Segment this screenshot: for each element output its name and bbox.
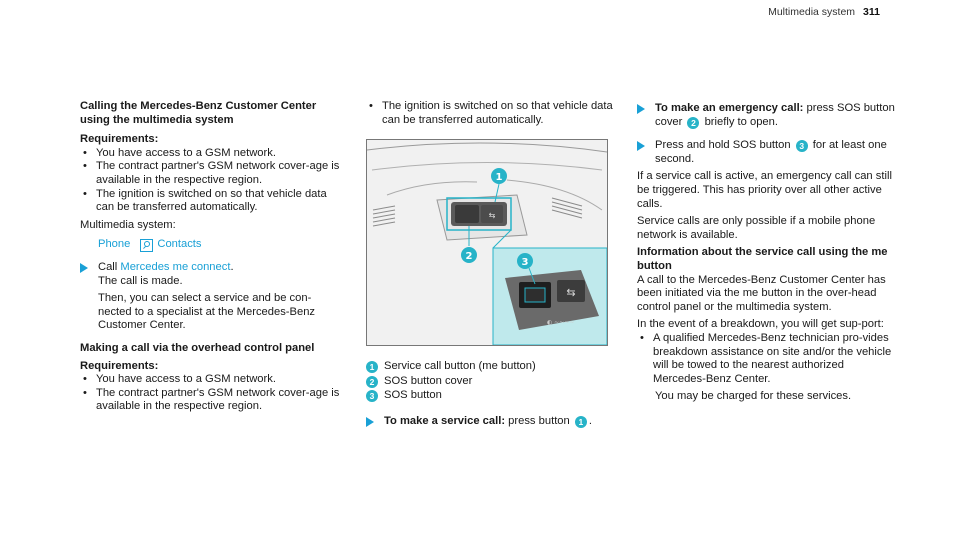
step-service-call: To make a service call: press button 1. [366, 415, 628, 429]
list-item: You have access to a GSM network. [80, 373, 342, 387]
callout-number: 3 [795, 140, 808, 153]
menu-contacts[interactable]: Contacts [140, 238, 202, 252]
requirements-list-2: You have access to a GSM network. The co… [80, 373, 342, 414]
paragraph: A call to the Mercedes-Benz Customer Cen… [637, 273, 886, 313]
list-item: You have access to a GSM network. [80, 147, 342, 161]
step-arrow-icon [637, 141, 645, 152]
step-bold: To make a service call: [384, 414, 506, 427]
step-end: . [588, 414, 592, 427]
mercedes-me-connect-link[interactable]: Mercedes me connect [120, 260, 231, 273]
list-item: The contract partner's GSM network cover… [80, 387, 342, 414]
paragraph: Service calls are only possible if a mob… [637, 215, 876, 241]
step-text: Call [98, 260, 121, 273]
svg-text:◐ ~~~~: ◐ ~~~~ [547, 319, 574, 326]
callout-2-icon: 2 [461, 247, 477, 264]
paragraph: In the event of a breakdown, you will ge… [637, 318, 884, 331]
menu-phone[interactable]: Phone [98, 238, 131, 251]
step-arrow-icon [80, 262, 88, 273]
step-continuation: Then, you can select a service and be co… [98, 292, 316, 332]
callout-number: 3 [366, 390, 378, 403]
page-number: 311 [863, 6, 880, 18]
legend-row: 3 SOS button [366, 389, 628, 403]
column-2: The ignition is switched on so that vehi… [366, 100, 628, 429]
svg-text:⇆: ⇆ [489, 211, 496, 220]
legend-row: 1 Service call button (me button) [366, 360, 628, 374]
svg-text:2: 2 [466, 251, 473, 262]
menu-path: Phone Contacts [80, 238, 342, 252]
step-arrow-icon [637, 104, 645, 114]
list-item: A qualified Mercedes-Benz technician pro… [637, 332, 897, 386]
overhead-panel-figure: ⇆ ⇆ ◐ ~~~~ 1 2 [366, 139, 608, 347]
multimedia-label: Multimedia system: [80, 218, 176, 231]
section-title: Multimedia system [768, 6, 856, 18]
requirements-continued: The ignition is switched on so that vehi… [366, 100, 628, 127]
legend-text: SOS button [384, 389, 442, 402]
section-heading-2: Making a call via the overhead control p… [80, 341, 315, 354]
callout-number: 1 [574, 415, 587, 428]
callout-1-icon: 1 [491, 168, 507, 185]
callout-3-icon: 3 [517, 253, 533, 270]
section-heading: Calling the Mercedes-Benz Customer Cente… [80, 100, 317, 126]
callout-number: 2 [366, 375, 378, 388]
step-text: press button [505, 414, 573, 427]
step-text: Press and hold SOS button [655, 139, 794, 152]
step-result: The call is made. [98, 274, 183, 287]
running-header: Multimedia system 311 [768, 6, 880, 20]
step-emergency-call: To make an emergency call: press SOS but… [637, 102, 897, 129]
requirements-list: You have access to a GSM network. The co… [80, 147, 342, 215]
paragraph: If a service call is active, an emergenc… [637, 170, 892, 210]
callout-number: 1 [366, 360, 378, 373]
column-1: Calling the Mercedes-Benz Customer Cente… [80, 100, 342, 414]
step-text-end: . [230, 260, 234, 273]
requirements-label: Requirements: [80, 133, 159, 146]
legend-text: SOS button cover [384, 374, 473, 387]
step-call: Call Mercedes me connect. The call is ma… [80, 261, 342, 333]
list-item: The ignition is switched on so that vehi… [80, 188, 342, 215]
search-icon [140, 238, 154, 252]
step-end: for at least one second. [655, 139, 887, 165]
step-text: press SOS button cover [655, 102, 895, 128]
list-item: The ignition is switched on so that vehi… [366, 100, 628, 127]
requirements-label-2: Requirements: [80, 359, 159, 372]
step-end: briefly to open. [701, 115, 778, 128]
list-item: The contract partner's GSM network cover… [80, 160, 342, 187]
menu-contacts-label: Contacts [157, 238, 202, 251]
section-heading: Information about the service call using… [637, 246, 888, 272]
step-arrow-icon [366, 416, 374, 427]
figure-legend: 1 Service call button (me button) 2 SOS … [366, 360, 628, 403]
svg-text:1: 1 [496, 172, 503, 183]
svg-text:⇆: ⇆ [566, 286, 575, 299]
step-bold: To make an emergency call: [655, 102, 804, 114]
overhead-panel-illustration: ⇆ ⇆ ◐ ~~~~ 1 2 [367, 140, 607, 346]
legend-text: Service call button (me button) [384, 360, 536, 373]
support-list: A qualified Mercedes-Benz technician pro… [637, 332, 897, 386]
column-3: To make an emergency call: press SOS but… [637, 100, 897, 404]
svg-text:3: 3 [522, 257, 529, 268]
legend-row: 2 SOS button cover [366, 375, 628, 389]
callout-number: 2 [687, 116, 700, 129]
paragraph: You may be charged for these services. [655, 390, 852, 403]
step-hold-sos: Press and hold SOS button 3 for at least… [637, 139, 897, 166]
